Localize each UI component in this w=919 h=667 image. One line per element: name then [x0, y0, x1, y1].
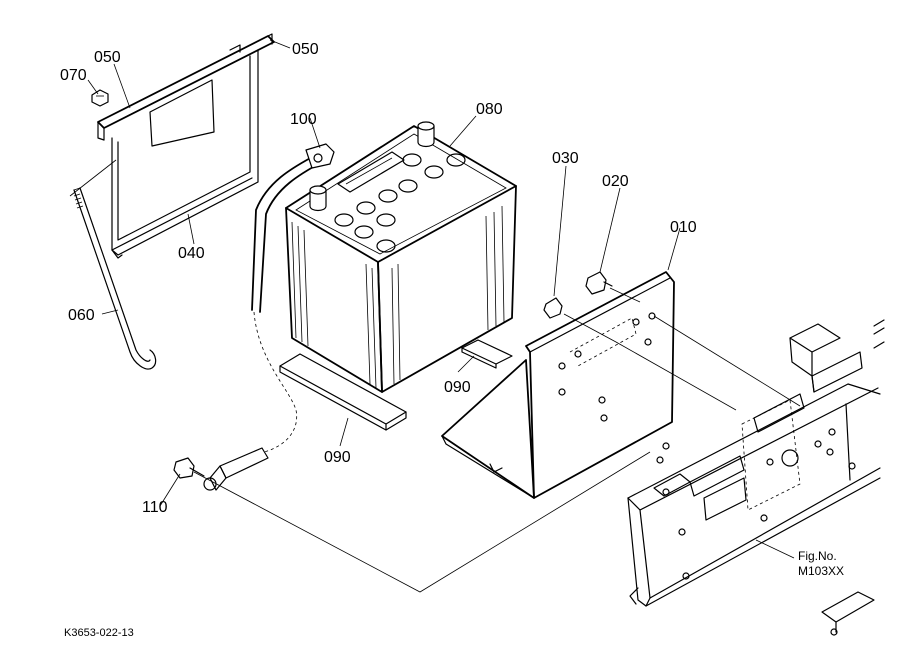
label-080: 080 [476, 101, 503, 118]
battery-hold-frame [97, 33, 275, 259]
pad-090-rear [461, 339, 513, 369]
bolt-030 [543, 297, 563, 319]
bolt-110 [173, 457, 205, 479]
label-060: 060 [68, 307, 95, 324]
drawing-code: K3653-022-13 [64, 627, 134, 639]
alignment-lines [69, 159, 801, 593]
label-100: 100 [290, 111, 317, 128]
label-010: 010 [670, 219, 697, 236]
rod-060 [73, 187, 157, 370]
nut-070 [91, 89, 109, 107]
battery-cable [203, 143, 335, 491]
battery-bracket-010 [441, 271, 675, 499]
label-070: 070 [60, 67, 87, 84]
battery-080 [285, 121, 517, 393]
label-090-right: 090 [444, 379, 471, 396]
bolt-020 [585, 271, 613, 295]
pad-090-front [279, 353, 407, 431]
label-050-right: 050 [292, 41, 319, 58]
label-040: 040 [178, 245, 205, 262]
fig-number: M103XX [798, 564, 844, 578]
tractor-frame [627, 319, 885, 636]
label-050-left: 050 [94, 49, 121, 66]
leader-lines [87, 39, 795, 559]
label-110: 110 [142, 499, 168, 516]
label-020: 020 [602, 173, 629, 190]
part-labels: 010 020 030 040 050 050 060 070 080 090 … [60, 41, 697, 516]
label-030: 030 [552, 150, 579, 167]
fig-label: Fig.No. [798, 549, 837, 563]
label-090-left: 090 [324, 449, 351, 466]
